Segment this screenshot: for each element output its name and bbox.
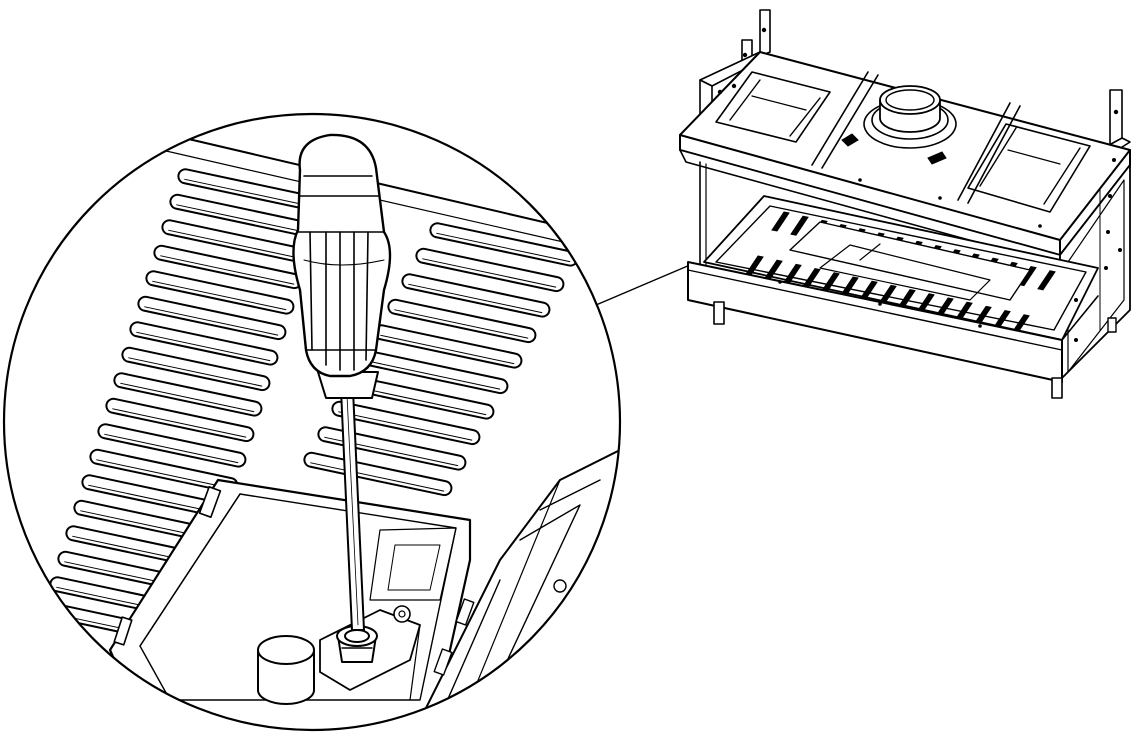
right-slot-array: [303, 222, 579, 497]
leg: [713, 301, 725, 325]
slot: [331, 400, 481, 446]
slot: [113, 372, 263, 417]
detail-circle-outline: [2, 112, 622, 732]
slot: [97, 423, 247, 468]
slot: [303, 451, 453, 497]
flue-collar: [863, 85, 957, 149]
slot: [121, 346, 271, 392]
slot: [105, 397, 255, 443]
fireplace-insert-icon: [679, 9, 1131, 399]
slot: [129, 321, 279, 366]
slot: [145, 270, 295, 315]
burner-slot: [790, 215, 809, 236]
magnified-detail-view: [2, 112, 622, 732]
tab: [198, 485, 222, 519]
slot: [401, 273, 551, 318]
burner-slot: [1037, 270, 1056, 291]
screwdriver-icon: [292, 133, 392, 631]
leg: [1051, 377, 1063, 399]
leader-line: [595, 264, 691, 306]
slot: [415, 247, 565, 293]
top-frame-right: [967, 123, 1091, 213]
slot: [387, 298, 537, 344]
slot: [137, 295, 287, 341]
top-frame-left: [715, 71, 831, 143]
screw: [336, 625, 378, 663]
spacer-sleeve: [257, 635, 315, 705]
leg: [1107, 317, 1117, 333]
burner-slot: [771, 211, 790, 232]
tab: [113, 616, 133, 646]
